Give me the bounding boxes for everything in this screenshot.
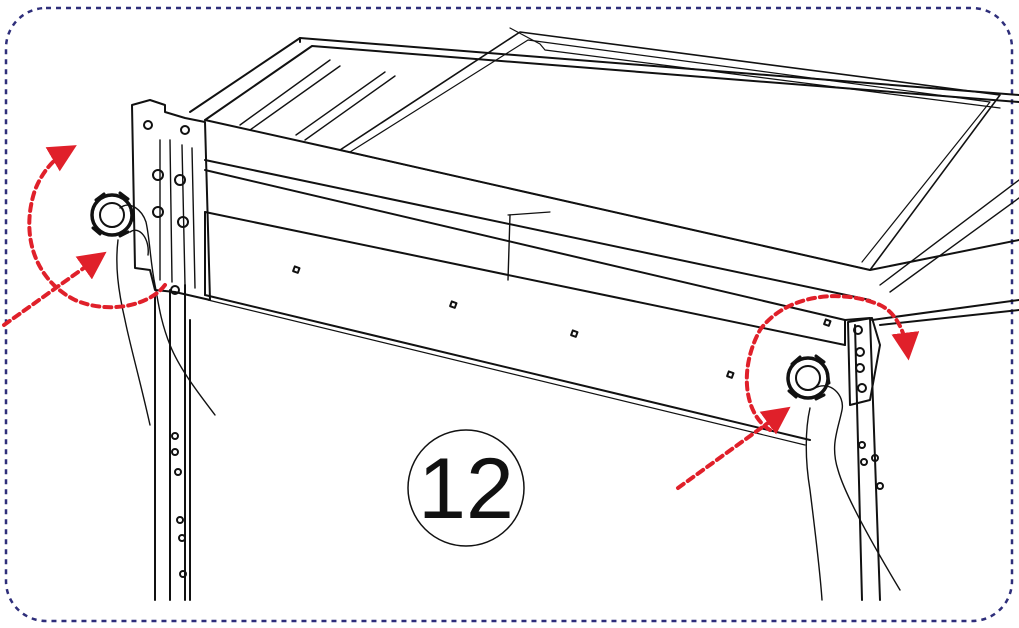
right-push-arrow: [676, 406, 791, 490]
left-hand: [116, 204, 216, 426]
right-rotation-arrow: [744, 294, 920, 432]
front-panel: [204, 169, 846, 446]
left-rotation-arrow: [27, 145, 167, 310]
right-hand: [805, 385, 901, 601]
dashed-frame: [4, 6, 1014, 623]
step-number: 12: [418, 441, 514, 537]
right-thumbscrew-icon: [786, 354, 831, 401]
step-badge: 12: [407, 429, 525, 547]
left-bracket: [131, 99, 211, 301]
right-rack-post: [844, 299, 1019, 601]
left-push-arrow: [2, 251, 107, 327]
left-thumbscrew-icon: [90, 191, 135, 238]
right-bracket: [847, 317, 881, 406]
left-rack-post: [154, 284, 191, 601]
chassis-top: [189, 27, 1019, 301]
